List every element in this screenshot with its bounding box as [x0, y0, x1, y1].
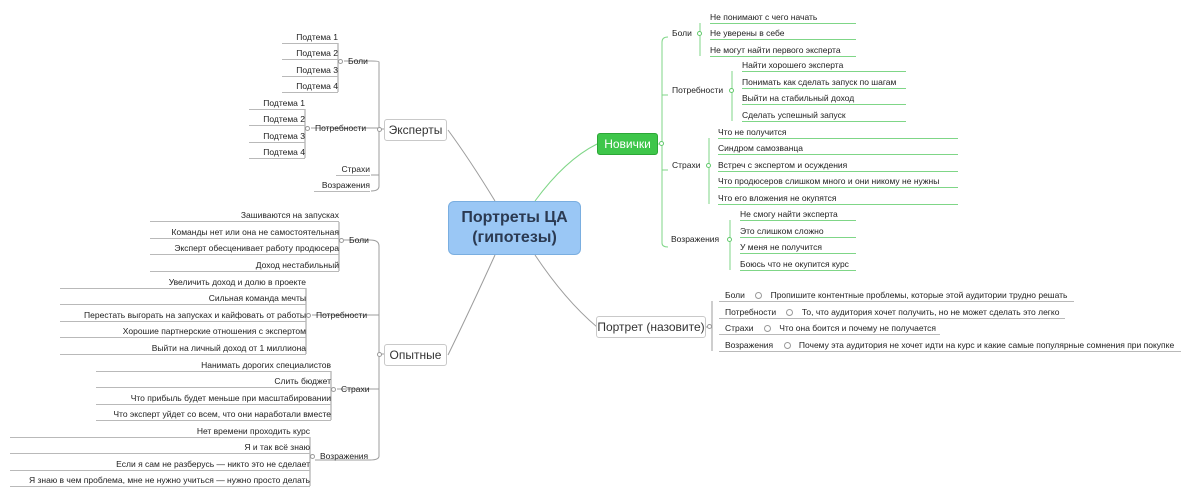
connector-line — [344, 60, 380, 129]
experienced-fears-item[interactable]: Что эксперт уйдет со всем, что они нараб… — [96, 408, 331, 421]
novices-pains-item[interactable]: Не уверены в себе — [710, 27, 856, 40]
novices-objections-item[interactable]: Это слишком сложно — [740, 225, 856, 238]
expand-dot-icon[interactable] — [377, 352, 382, 357]
connector-line — [447, 129, 496, 202]
experts-pains[interactable]: Боли — [348, 55, 368, 67]
experienced-objections-item[interactable]: Нет времени проходить курс — [10, 425, 310, 438]
experienced-fears-item[interactable]: Нанимать дорогих специалистов — [96, 359, 331, 372]
novices-fears[interactable]: Страхи — [672, 160, 701, 170]
connector-line — [344, 239, 380, 354]
experts-needs-item[interactable]: Подтема 4 — [249, 146, 305, 159]
portrait-row-fears[interactable]: Страхи Что она боится и почему не получа… — [719, 322, 940, 335]
experts-pains-item[interactable]: Подтема 4 — [282, 80, 338, 93]
branch-experienced[interactable]: Опытные — [384, 344, 447, 366]
novices-objections-item[interactable]: Не смогу найти эксперта — [740, 208, 856, 221]
experts-needs-item[interactable]: Подтема 1 — [249, 97, 305, 110]
experienced-needs-item[interactable]: Увеличить доход и долю в проекте — [60, 276, 306, 289]
novices-pains[interactable]: Боли — [672, 28, 692, 38]
branch-novices-label: Новички — [604, 137, 651, 151]
experienced-pains-item[interactable]: Зашиваются на запусках — [150, 209, 339, 222]
novices-objections-item[interactable]: У меня не получится — [740, 241, 856, 254]
experts-pains-item[interactable]: Подтема 3 — [282, 64, 338, 77]
branch-experts[interactable]: Эксперты — [384, 119, 447, 141]
experienced-needs-item[interactable]: Сильная команда мечты — [60, 292, 306, 305]
experienced-needs[interactable]: Потребности — [316, 310, 368, 320]
connector-line — [534, 143, 598, 202]
novices-pains-item[interactable]: Не могут найти первого эксперта — [710, 44, 856, 57]
experienced-objections[interactable]: Возражения — [320, 451, 369, 461]
experienced-pains-item[interactable]: Доход нестабильный — [150, 259, 339, 272]
novices-needs-item[interactable]: Сделать успешный запуск — [742, 109, 906, 122]
collapse-dot-icon — [755, 292, 763, 300]
connector-line — [447, 254, 496, 356]
collapse-dot-icon — [783, 342, 791, 350]
novices-objections-item[interactable]: Боюсь что не окупится курс — [740, 258, 856, 271]
experienced-objections-item[interactable]: Если я сам не разберусь — никто это не с… — [10, 458, 310, 471]
branch-experienced-label: Опытные — [389, 348, 442, 362]
experts-pains-item[interactable]: Подтема 1 — [282, 31, 338, 44]
experienced-needs-item[interactable]: Перестать выгорать на запусках и кайфова… — [60, 309, 306, 322]
expand-dot-icon[interactable] — [306, 313, 311, 318]
novices-fears-item[interactable]: Встреч с экспертом и осуждения — [718, 159, 958, 172]
central-topic[interactable]: Портреты ЦА (гипотезы) — [448, 201, 581, 255]
portrait-row-needs[interactable]: Потребности То, что аудитория хочет полу… — [719, 306, 1065, 319]
experienced-objections-item[interactable]: Я и так всё знаю — [10, 441, 310, 454]
branch-novices[interactable]: Новички — [597, 133, 658, 155]
expand-dot-icon[interactable] — [697, 31, 702, 36]
novices-fears-item[interactable]: Что не получится — [718, 126, 958, 139]
experts-objections[interactable]: Возражения — [314, 179, 370, 192]
expand-dot-icon[interactable] — [310, 454, 315, 459]
experienced-pains-item[interactable]: Команды нет или она не самостоятельная — [150, 226, 339, 239]
experts-pains-item[interactable]: Подтема 2 — [282, 47, 338, 60]
connector-line — [534, 254, 598, 328]
portrait-row-pains[interactable]: Боли Пропишите контентные проблемы, кото… — [719, 289, 1074, 302]
branch-experts-label: Эксперты — [388, 123, 443, 137]
novices-needs-item[interactable]: Найти хорошего эксперта — [742, 59, 906, 72]
experts-needs-label: Потребности — [315, 123, 367, 133]
novices-needs[interactable]: Потребности — [672, 85, 724, 95]
novices-fears-item[interactable]: Что продюсеров слишком много и они ником… — [718, 175, 958, 188]
novices-pains-item[interactable]: Не понимают с чего начать — [710, 11, 856, 24]
experts-pains-label: Боли — [348, 56, 368, 66]
central-topic-label: Портреты ЦА (гипотезы) — [461, 209, 568, 246]
experienced-pains[interactable]: Боли — [349, 235, 369, 245]
experienced-fears[interactable]: Страхи — [341, 384, 370, 394]
novices-needs-item[interactable]: Выйти на стабильный доход — [742, 92, 906, 105]
expand-dot-icon[interactable] — [305, 126, 310, 131]
novices-objections[interactable]: Возражения — [671, 234, 720, 244]
branch-portrait[interactable]: Портрет (назовите) — [596, 316, 706, 338]
expand-dot-icon[interactable] — [707, 324, 712, 329]
expand-dot-icon[interactable] — [729, 88, 734, 93]
expand-dot-icon[interactable] — [338, 59, 343, 64]
expand-dot-icon[interactable] — [377, 127, 382, 132]
expand-dot-icon[interactable] — [331, 387, 336, 392]
novices-fears-item[interactable]: Синдром самозванца — [718, 142, 958, 155]
branch-portrait-label: Портрет (назовите) — [597, 320, 705, 334]
experts-needs-item[interactable]: Подтема 2 — [249, 113, 305, 126]
collapse-dot-icon — [763, 325, 771, 333]
experienced-objections-item[interactable]: Я знаю в чем проблема, мне не нужно учит… — [10, 474, 310, 487]
experts-needs[interactable]: Потребности — [315, 122, 366, 134]
experienced-needs-item[interactable]: Выйти на личный доход от 1 миллиона — [60, 342, 306, 355]
connector-line — [370, 129, 380, 192]
experienced-needs-item[interactable]: Хорошие партнерские отношения с эксперто… — [60, 325, 306, 338]
expand-dot-icon[interactable] — [706, 163, 711, 168]
connector-line — [661, 144, 669, 248]
experienced-pains-item[interactable]: Эксперт обесценивает работу продюсера — [150, 242, 339, 255]
experienced-fears-item[interactable]: Что прибыль будет меньше при масштабиров… — [96, 392, 331, 405]
experienced-fears-item[interactable]: Слить бюджет — [96, 375, 331, 388]
novices-fears-item[interactable]: Что его вложения не окупятся — [718, 192, 958, 205]
connector-line — [661, 36, 669, 144]
experts-needs-item[interactable]: Подтема 3 — [249, 130, 305, 143]
experts-fears[interactable]: Страхи — [336, 163, 370, 176]
collapse-dot-icon — [786, 309, 794, 317]
expand-dot-icon[interactable] — [659, 141, 664, 146]
portrait-row-objections[interactable]: Возражения Почему эта аудитория не хочет… — [719, 339, 1181, 352]
expand-dot-icon[interactable] — [339, 238, 344, 243]
novices-needs-item[interactable]: Понимать как сделать запуск по шагам — [742, 76, 906, 89]
expand-dot-icon[interactable] — [727, 237, 732, 242]
